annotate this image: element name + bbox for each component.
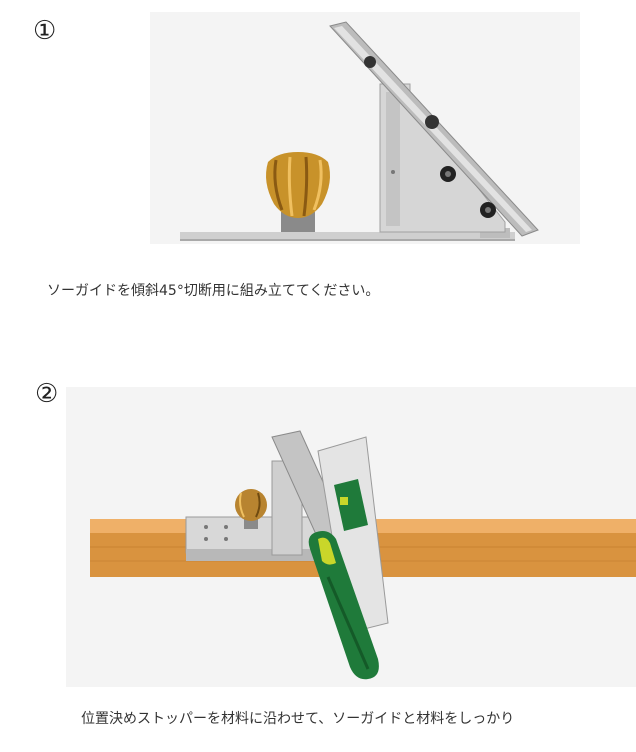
base-plate (180, 232, 515, 240)
knob-icon (266, 152, 330, 218)
step-2-caption: 位置決めストッパーを材料に沿わせて、ソーガイドと材料をしっかり (81, 711, 515, 727)
knob-icon (235, 489, 267, 529)
saw-handle (308, 531, 379, 680)
step-2-number: ② (35, 379, 59, 409)
step-2-illustration (66, 387, 636, 687)
step-1-caption: ソーガイドを傾斜45°切断用に組み立ててください。 (47, 283, 380, 299)
step-1-number: ① (33, 16, 57, 46)
step-1-illustration (150, 12, 580, 244)
guide-bracket (379, 83, 506, 233)
